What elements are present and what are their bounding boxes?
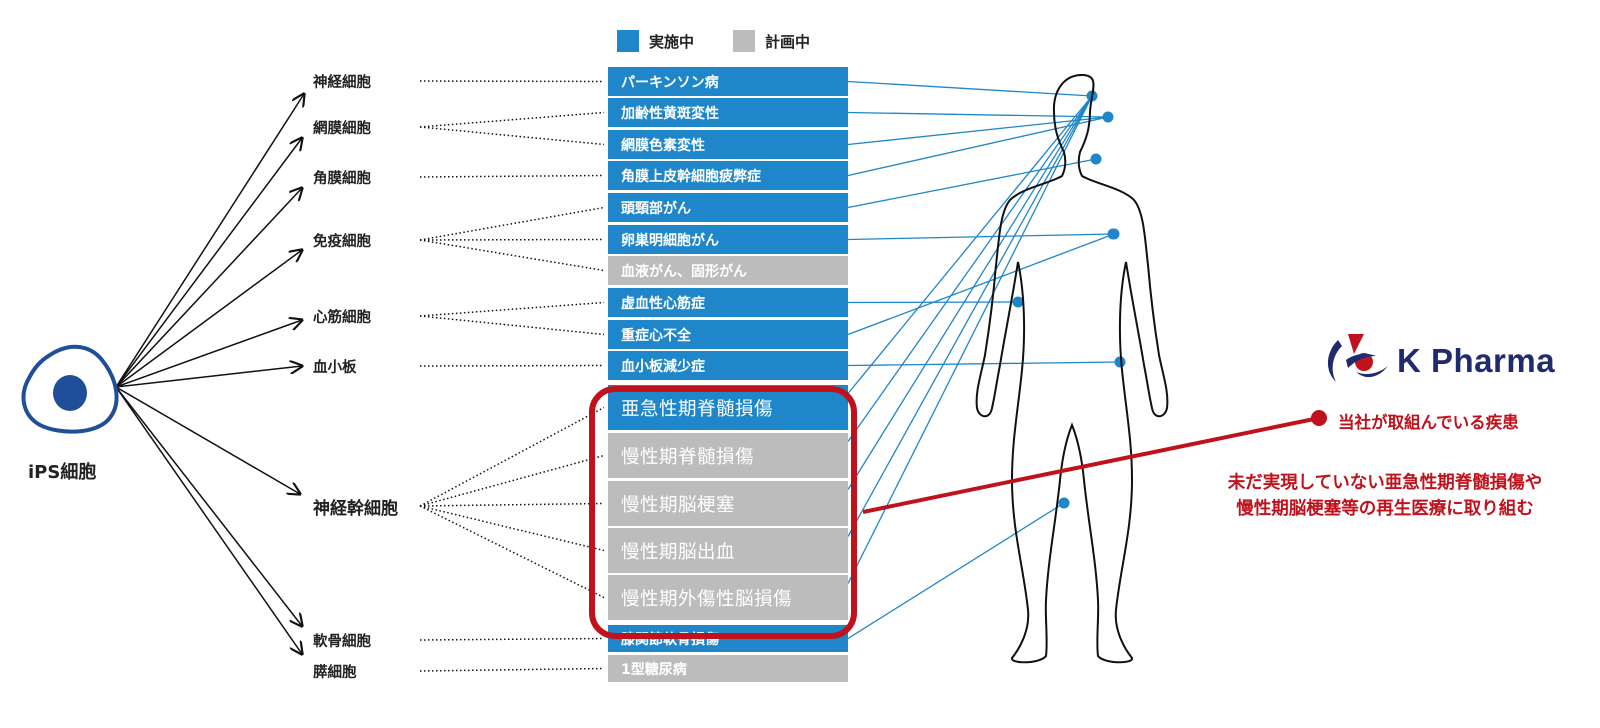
cell-type-label-2: 角膜細胞 [313, 171, 371, 187]
cell-to-disease-link-6-11 [419, 454, 605, 507]
disease-to-organ-line-10 [847, 95, 1093, 394]
disease-to-organ-line-14 [847, 95, 1093, 584]
disease-cell-0: パーキンソン病 [608, 67, 848, 96]
legend-active-label: 実施中 [649, 32, 695, 51]
cell-to-disease-link-6-12 [419, 502, 605, 507]
disease-to-organ-line-13 [847, 95, 1093, 537]
organ-dot-heart [1012, 296, 1024, 308]
legend-planned: 計画中 [733, 30, 810, 52]
cell-to-disease-link-3-5 [419, 238, 605, 241]
disease-cell-6: 血液がん、固形がん [608, 256, 848, 285]
ips-cell-label: iPS細胞 [28, 462, 97, 483]
disease-to-organ-line-4 [847, 158, 1097, 209]
disease-to-organ-line-1 [847, 111, 1109, 118]
cell-to-disease-link-1-1 [419, 111, 605, 128]
disease-cell-3: 角膜上皮幹細胞疲弊症 [608, 161, 848, 190]
legend-planned-label: 計画中 [765, 32, 811, 51]
disease-to-organ-line-0 [847, 80, 1093, 97]
differentiation-arrow-0 [115, 94, 304, 388]
disease-cell-12: 慢性期脳梗塞 [608, 481, 848, 526]
cell-type-label-6: 神経幹細胞 [313, 499, 398, 519]
differentiation-arrow-8 [115, 386, 302, 654]
organ-dot-neck [1090, 153, 1102, 165]
focus-pointer-line [862, 416, 1320, 514]
differentiation-arrow-6 [115, 386, 300, 494]
disease-cell-1: 加齢性黄斑変性 [608, 98, 848, 127]
disease-cell-16: 1型糖尿病 [608, 655, 848, 682]
cell-type-label-1: 網膜細胞 [313, 121, 371, 137]
cell-to-disease-link-4-7 [419, 301, 605, 317]
disease-cell-5: 卵巣明細胞がん [608, 225, 848, 254]
legend-active-swatch [617, 30, 639, 52]
cell-to-disease-link-8-16 [419, 667, 605, 672]
ips-cell-nucleus [53, 375, 87, 411]
mission-message-line-2: 慢性期脳梗塞等の再生医療に取り組む [1236, 499, 1534, 519]
cell-type-label-7: 軟骨細胞 [313, 634, 371, 650]
cell-to-disease-link-0-0 [419, 80, 605, 83]
cell-type-label-5: 血小板 [313, 360, 357, 376]
organ-dot-heart [1108, 228, 1120, 240]
differentiation-arrow-1 [115, 138, 302, 388]
human-body-outline [975, 73, 1169, 664]
disease-cell-11: 慢性期脊髄損傷 [608, 433, 848, 478]
differentiation-arrow-4 [115, 320, 302, 388]
disease-cell-13: 慢性期脳出血 [608, 528, 848, 573]
focus-legend-label: 当社が取組んでいる疾患 [1338, 413, 1519, 432]
disease-cell-4: 頭頸部がん [608, 193, 848, 222]
differentiation-arrow-2 [115, 188, 302, 388]
organ-dot-knee [1058, 497, 1070, 509]
cell-to-disease-link-4-8 [419, 315, 605, 336]
disease-to-organ-line-11 [847, 95, 1093, 442]
mission-message-line-1: 未だ実現していない亜急性期脊髄損傷や [1227, 473, 1543, 493]
disease-cell-10: 亜急性期脊髄損傷 [608, 385, 848, 430]
focus-legend-dot [1311, 410, 1327, 426]
disease-to-organ-line-12 [847, 95, 1093, 490]
cell-type-label-4: 心筋細胞 [313, 310, 371, 326]
cell-to-disease-link-2-3 [419, 174, 605, 178]
cell-to-disease-link-3-6 [419, 239, 605, 272]
legend-active: 実施中 [617, 30, 694, 52]
cell-to-disease-link-6-13 [419, 505, 605, 552]
disease-to-organ-line-15 [847, 502, 1065, 640]
k-pharma-logo-text: K Pharma [1397, 342, 1556, 379]
disease-cell-9: 血小板減少症 [608, 351, 848, 380]
disease-to-organ-line-2 [847, 116, 1109, 146]
focus-highlight-box [589, 386, 857, 639]
disease-cell-8: 重症心不全 [608, 320, 848, 349]
differentiation-arrow-3 [115, 250, 302, 388]
disease-to-organ-line-3 [847, 116, 1109, 177]
organ-dot-marrow [1114, 356, 1126, 368]
disease-to-organ-line-8 [847, 233, 1115, 336]
k-pharma-logo-mark [1327, 334, 1388, 382]
cell-to-disease-link-3-4 [419, 206, 605, 241]
disease-cell-7: 虚血性心筋症 [608, 288, 848, 317]
cell-type-label-0: 神経細胞 [313, 75, 371, 91]
cell-to-disease-link-5-9 [419, 364, 605, 367]
disease-cell-14: 慢性期外傷性脳損傷 [608, 575, 848, 620]
differentiation-arrow-5 [115, 366, 302, 388]
cell-type-label-3: 免疫細胞 [313, 234, 371, 250]
legend-planned-swatch [733, 30, 755, 52]
differentiation-arrow-7 [115, 386, 302, 626]
mission-message: 未だ実現していない亜急性期脊髄損傷や 慢性期脳梗塞等の再生医療に取り組む [1180, 470, 1590, 522]
cell-to-disease-link-6-14 [419, 505, 605, 599]
disease-cell-2: 網膜色素変性 [608, 130, 848, 159]
disease-to-organ-line-5 [847, 233, 1114, 241]
cell-type-label-8: 膵細胞 [313, 665, 357, 681]
cell-to-disease-link-6-10 [419, 406, 605, 507]
cell-to-disease-link-7-15 [419, 637, 605, 641]
cell-to-disease-link-1-2 [419, 126, 605, 146]
